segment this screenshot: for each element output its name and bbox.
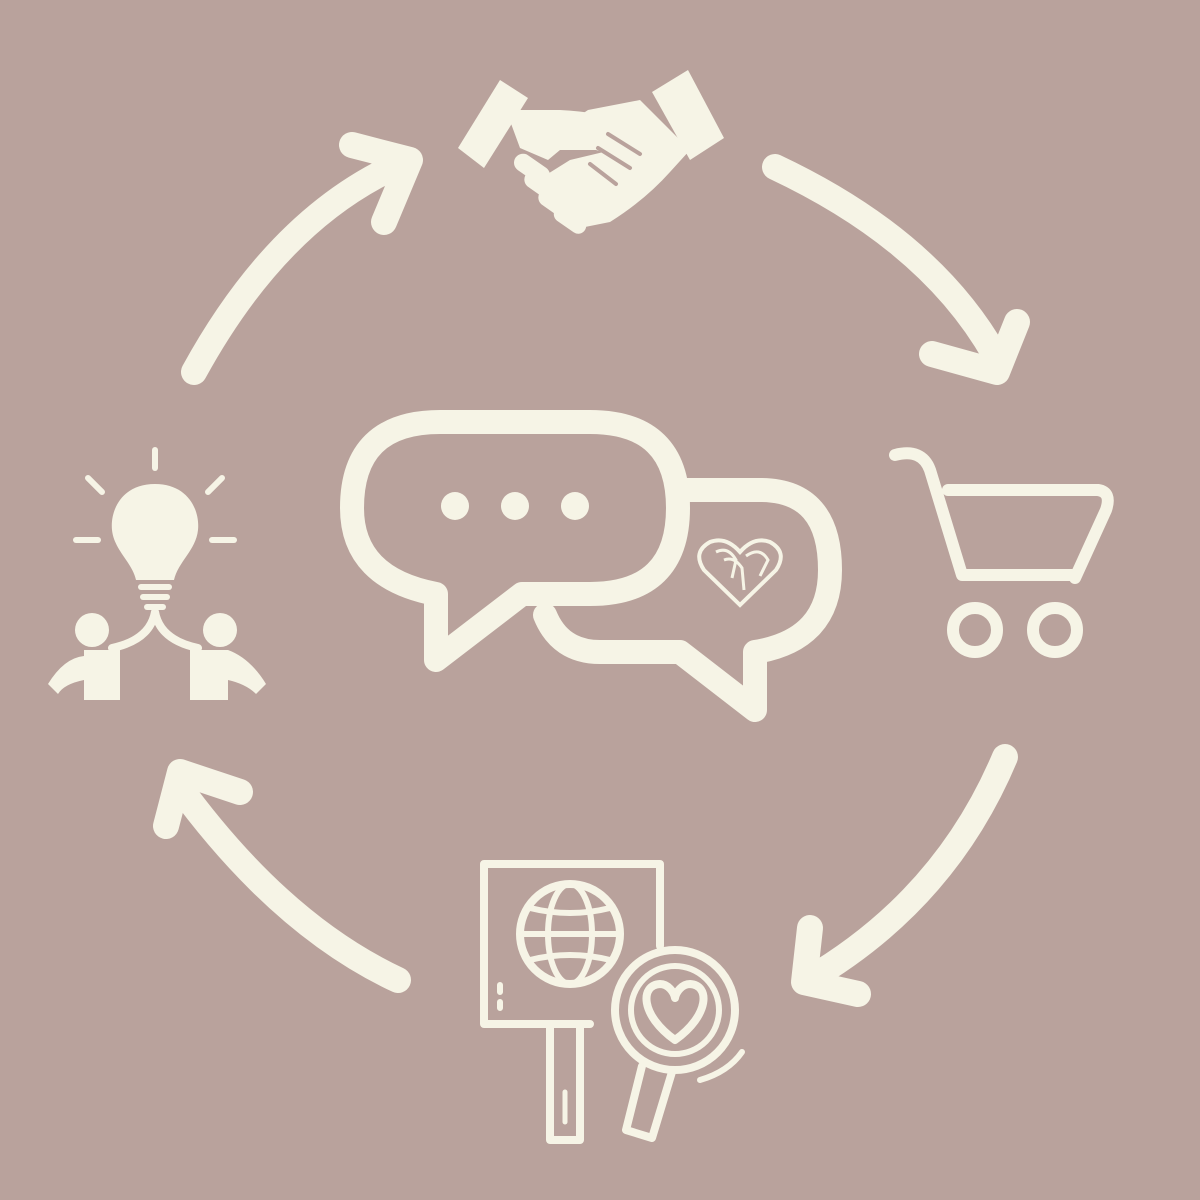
- handshake-icon: [458, 70, 724, 234]
- typing-dot: [441, 492, 469, 520]
- arrow-cart-to-research: [791, 744, 1018, 1007]
- lightbulb-people-icon: [48, 447, 266, 700]
- arrow-idea-to-handshake: [181, 132, 423, 385]
- typing-dot: [561, 492, 589, 520]
- globe-search-heart-icon: [480, 860, 745, 1144]
- arrow-handshake-to-cart: [762, 154, 1030, 385]
- heart-magnifier-icon: [611, 946, 745, 1142]
- heart-logo-icon: [697, 538, 783, 608]
- shopping-cart-icon: [889, 447, 1114, 658]
- cycle-arrows: [153, 132, 1030, 1007]
- chat-bubbles-heart-icon: [340, 410, 842, 722]
- typing-dot: [501, 492, 529, 520]
- globe-icon: [516, 880, 624, 988]
- arrow-research-to-idea: [153, 759, 411, 993]
